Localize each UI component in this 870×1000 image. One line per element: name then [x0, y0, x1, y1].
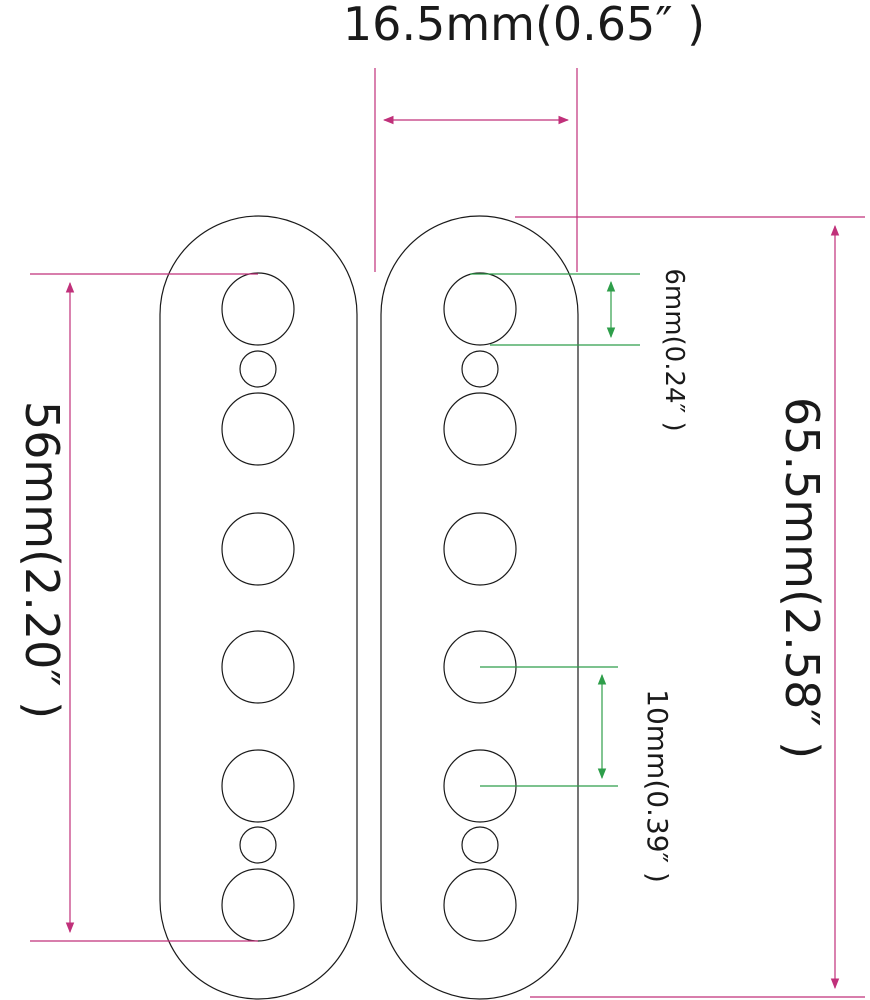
right-pickup-cover	[380, 215, 579, 1000]
left-hole-5	[221, 749, 295, 823]
right-hole-6	[443, 868, 517, 942]
spacing-label: 10mm(0.39″ )	[641, 689, 674, 883]
pitch-label: 56mm(2.20″ )	[15, 401, 69, 719]
right-hole-3	[443, 512, 517, 586]
left-hole-small-2	[239, 826, 277, 864]
length-label: 65.5mm(2.58″ )	[775, 397, 829, 759]
left-hole-3	[221, 512, 295, 586]
left-pickup-cover	[159, 215, 358, 1000]
right-hole-small-1	[461, 350, 499, 388]
left-hole-6	[221, 868, 295, 942]
diameter-label: 6mm(0.24″ )	[659, 268, 689, 431]
left-cover-outline	[159, 215, 358, 1000]
left-hole-2	[221, 392, 295, 466]
right-hole-1	[443, 272, 517, 346]
left-hole-1	[221, 272, 295, 346]
hole-diameter-dimension: 6mm(0.24″ )	[470, 268, 689, 432]
width-dimension: 16.5mm(0.65″ )	[343, 0, 705, 272]
right-cover-outline	[380, 215, 579, 1000]
right-hole-2	[443, 392, 517, 466]
width-label: 16.5mm(0.65″ )	[343, 0, 705, 51]
left-hole-small-1	[239, 350, 277, 388]
pole-pitch-dimension: 56mm(2.20″ )	[15, 273, 258, 942]
hole-spacing-dimension: 10mm(0.39″ )	[480, 666, 674, 883]
overall-length-dimension: 65.5mm(2.58″ )	[515, 216, 865, 998]
left-hole-4	[221, 630, 295, 704]
right-hole-small-2	[461, 826, 499, 864]
